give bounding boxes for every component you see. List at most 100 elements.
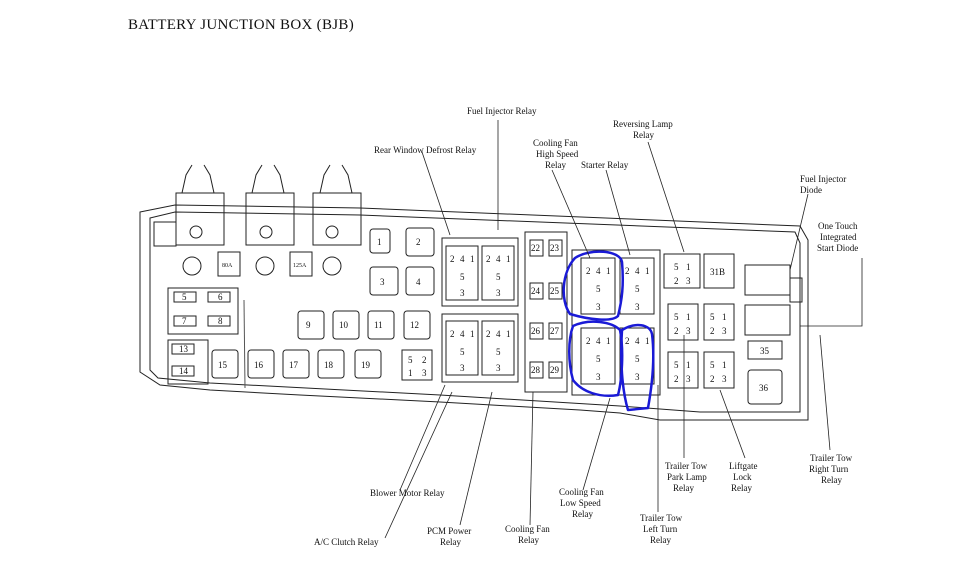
- svg-text:5: 5: [674, 360, 679, 370]
- svg-text:3: 3: [460, 363, 465, 373]
- svg-text:1: 1: [686, 360, 691, 370]
- fuse-11: 11: [374, 320, 383, 330]
- svg-text:5: 5: [596, 284, 601, 294]
- box-outline: [139, 204, 809, 421]
- svg-text:2: 2: [674, 374, 679, 384]
- svg-text:1: 1: [686, 312, 691, 322]
- label-liftgate-lock-relay: Liftgate Lock Relay: [729, 461, 758, 493]
- svg-text:5: 5: [635, 284, 640, 294]
- svg-text:2: 2: [450, 254, 455, 264]
- blue-highlight-marks: [562, 250, 655, 412]
- fuse-6: 6: [218, 292, 223, 302]
- svg-text:4: 4: [596, 336, 601, 346]
- svg-text:1: 1: [506, 254, 511, 264]
- fuse-7: 7: [182, 316, 187, 326]
- svg-text:Park Lamp: Park Lamp: [667, 472, 707, 482]
- svg-text:4: 4: [496, 254, 501, 264]
- svg-text:3: 3: [596, 372, 601, 382]
- svg-text:5: 5: [674, 262, 679, 272]
- svg-text:3: 3: [496, 288, 501, 298]
- mini-fuse-block-6-8: [167, 287, 239, 335]
- fuse-31b: 31B: [710, 267, 725, 277]
- svg-text:4: 4: [635, 266, 640, 276]
- label-cooling-fan-high-speed-relay: Cooling Fan High Speed Relay: [533, 138, 579, 170]
- svg-text:5: 5: [674, 312, 679, 322]
- svg-text:Relay: Relay: [673, 483, 694, 493]
- svg-text:Trailer Tow: Trailer Tow: [665, 461, 708, 471]
- fuse-24: 24: [531, 286, 541, 296]
- svg-text:Relay: Relay: [518, 535, 539, 545]
- label-rear-window-defrost-relay: Rear Window Defrost Relay: [374, 145, 477, 155]
- svg-text:4: 4: [596, 266, 601, 276]
- svg-text:5: 5: [710, 312, 715, 322]
- svg-text:3: 3: [460, 288, 465, 298]
- svg-text:Cooling Fan: Cooling Fan: [505, 524, 550, 534]
- svg-text:5: 5: [460, 347, 465, 357]
- svg-text:3: 3: [635, 372, 640, 382]
- mega-fuse-terminals: [175, 164, 362, 277]
- svg-text:5: 5: [408, 355, 413, 365]
- fuse-14: 14: [179, 366, 189, 376]
- page-title: BATTERY JUNCTION BOX (BJB): [128, 17, 355, 33]
- svg-text:2: 2: [586, 266, 591, 276]
- svg-text:Reversing Lamp: Reversing Lamp: [613, 119, 673, 129]
- svg-text:3: 3: [686, 276, 691, 286]
- label-starter-relay: Starter Relay: [581, 160, 629, 170]
- svg-text:2: 2: [674, 276, 679, 286]
- svg-text:3: 3: [722, 326, 727, 336]
- label-reversing-lamp-relay: Reversing Lamp Relay: [613, 119, 673, 140]
- fuse-12: 12: [410, 320, 419, 330]
- svg-text:5: 5: [635, 354, 640, 364]
- svg-text:1: 1: [606, 336, 611, 346]
- svg-text:5: 5: [496, 272, 501, 282]
- svg-text:Relay: Relay: [440, 537, 461, 547]
- callout-labels: Fuel Injector Relay Rear Window Defrost …: [314, 106, 858, 547]
- fuse-16: 16: [254, 360, 264, 370]
- box-inner-outline: [149, 211, 801, 413]
- fuse-18: 18: [324, 360, 334, 370]
- svg-text:Relay: Relay: [650, 535, 671, 545]
- mini-fuse-column: [524, 231, 568, 393]
- svg-text:Relay: Relay: [633, 130, 654, 140]
- fuse-9: 9: [306, 320, 311, 330]
- label-ac-clutch-relay: A/C Clutch Relay: [314, 537, 379, 547]
- fuse-13: 13: [179, 344, 189, 354]
- label-one-touch-start-diode: One Touch Integrated Start Diode: [817, 221, 858, 253]
- svg-text:2: 2: [710, 326, 715, 336]
- svg-text:Left Turn: Left Turn: [643, 524, 678, 534]
- label-cooling-fan-low-speed-relay: Cooling Fan Low Speed Relay: [559, 487, 604, 519]
- mini-fuse-block-13-14: [167, 339, 209, 385]
- svg-text:1: 1: [686, 262, 691, 272]
- svg-text:2: 2: [422, 355, 427, 365]
- svg-text:4: 4: [460, 254, 465, 264]
- fuse-3: 3: [380, 277, 385, 287]
- svg-text:5: 5: [596, 354, 601, 364]
- mega-fuse-125a: 125A: [293, 263, 307, 269]
- relay-bank-lower: [441, 313, 519, 383]
- fuse-36: 36: [759, 383, 769, 393]
- svg-text:2: 2: [625, 266, 630, 276]
- fuse-15: 15: [218, 360, 228, 370]
- label-pcm-power-relay: PCM Power Relay: [427, 526, 471, 547]
- mega-fuse-80a: 80A: [222, 263, 233, 269]
- svg-text:2: 2: [450, 329, 455, 339]
- svg-text:2: 2: [486, 329, 491, 339]
- svg-text:5: 5: [710, 360, 715, 370]
- svg-text:1: 1: [506, 329, 511, 339]
- svg-text:Relay: Relay: [545, 160, 566, 170]
- svg-text:Right Turn: Right Turn: [809, 464, 849, 474]
- svg-text:Lock: Lock: [733, 472, 752, 482]
- label-cooling-fan-relay: Cooling Fan Relay: [505, 524, 550, 545]
- svg-text:Cooling Fan: Cooling Fan: [533, 138, 578, 148]
- svg-text:2: 2: [674, 326, 679, 336]
- svg-text:1: 1: [408, 368, 413, 378]
- relay-bank-upper: [441, 237, 519, 307]
- svg-text:2: 2: [710, 374, 715, 384]
- svg-text:Cooling Fan: Cooling Fan: [559, 487, 604, 497]
- svg-text:4: 4: [496, 329, 501, 339]
- svg-text:3: 3: [686, 326, 691, 336]
- svg-text:3: 3: [686, 374, 691, 384]
- fuse-17: 17: [289, 360, 299, 370]
